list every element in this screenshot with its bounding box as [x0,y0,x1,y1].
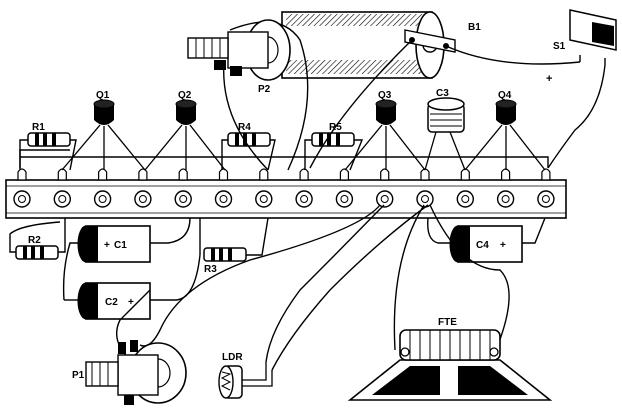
terminal-screw-hole [219,195,228,203]
terminal-screw-hole [501,195,510,203]
speaker-fte: FTE [347,317,553,401]
resistor-r5: R5 [304,122,364,171]
r1-label: R1 [32,122,45,133]
c1-plus: + [104,240,110,251]
battery-b1: B1 [281,11,481,79]
b1-label: B1 [468,22,481,33]
terminal-screw-hole [138,195,147,203]
c2-label: C2 [105,297,118,308]
c4-label: C4 [476,240,489,251]
terminal-screw-hole [541,195,550,203]
plus-sign: + [546,73,552,85]
resistor-r1: R1 [19,122,77,171]
solder-lug [178,168,188,181]
terminal-screws [13,190,555,208]
resistor-r3: R3 [199,217,269,275]
terminal-screw-hole [461,195,470,203]
q2-label: Q2 [178,90,192,101]
terminal-screw-hole [18,195,26,203]
capacitor-c3: C3 [424,88,466,171]
solder-lug [299,168,309,181]
q3-label: Q3 [378,90,392,101]
solder-lug [420,168,430,181]
terminal-screw-hole [98,195,107,203]
ldr-label: LDR [222,352,243,363]
capacitor-c2: C2 + [64,254,201,320]
solder-lug [259,168,269,181]
potentiometer-p1: P1 [72,340,187,405]
solder-lugs [17,168,551,181]
switch-s1: S1 [553,9,617,65]
solder-lug [57,168,67,181]
c3-label: C3 [436,88,449,99]
fte-label: FTE [438,317,457,328]
r2-label: R2 [28,235,41,246]
r3-label: R3 [204,264,217,275]
capacitor-c4: C4 + [427,217,546,263]
terminal-strip [5,168,567,219]
solder-lug [380,168,390,181]
ldr: LDR [218,352,273,399]
c4-plus: + [500,240,506,251]
terminal-screw-hole [380,195,389,203]
lower-wires [116,204,510,371]
potentiometer-p2: P2 [187,19,309,171]
p2-label: P2 [258,84,271,95]
terminal-screw-hole [300,195,309,203]
solder-lug [17,168,27,181]
r4-label: R4 [238,122,251,133]
c1-label: C1 [114,240,127,251]
resistor-r4: R4 [221,122,276,171]
transistor-q1: Q1 [61,90,146,171]
solder-lug [541,168,551,181]
solder-lug [98,168,108,181]
c2-plus: + [128,297,134,308]
switch-wires [309,39,606,169]
terminal-screw-hole [340,195,349,203]
solder-lug [339,168,349,181]
solder-lug [138,168,148,181]
s1-label: S1 [553,41,566,52]
q4-label: Q4 [498,90,512,101]
solder-lug [501,168,511,181]
p1-label: P1 [72,370,85,381]
terminal-screw-hole [421,195,429,203]
solder-lug [460,168,470,181]
terminal-screw-hole [179,195,188,203]
transistor-q3: Q3 [344,90,426,171]
q1-label: Q1 [96,90,110,101]
solder-lug [218,168,229,181]
capacitor-c1: + C1 [62,217,191,301]
terminal-screw-hole [259,195,268,203]
transistor-q4: Q4 [464,90,546,171]
terminal-screw-hole [58,195,67,203]
resistor-r2: R2 [9,218,66,260]
transistor-q2: Q2 [144,90,226,171]
